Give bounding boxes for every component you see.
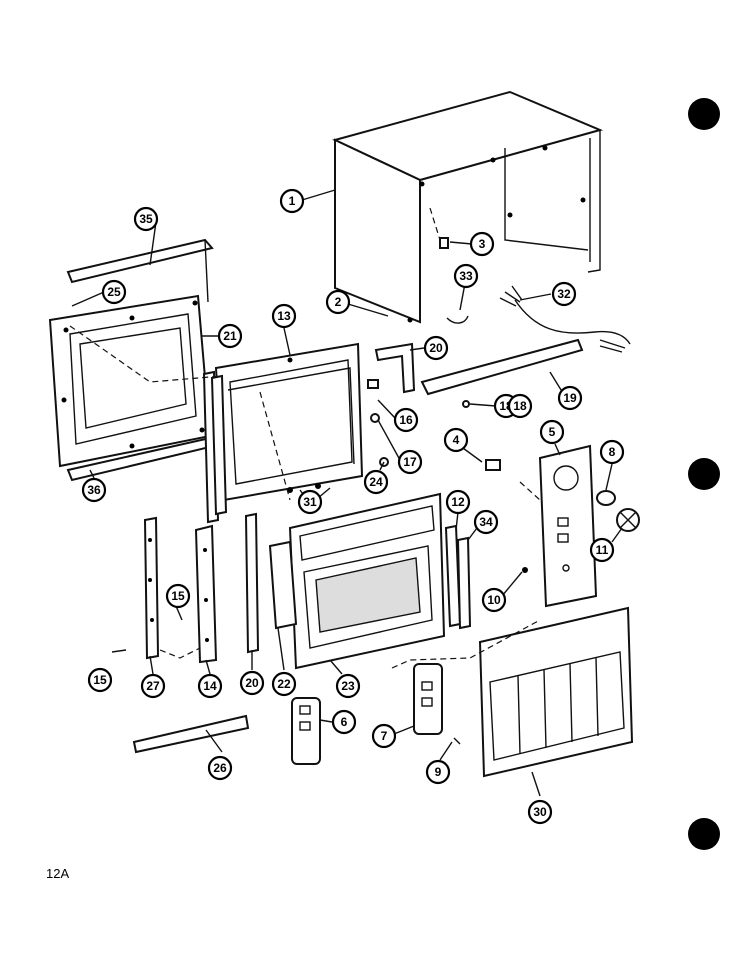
- svg-text:15: 15: [93, 673, 107, 687]
- callout-14: 14: [197, 673, 223, 699]
- callout-30: 30: [527, 799, 553, 825]
- callout-10: 10: [481, 587, 507, 613]
- binder-hole-bottom: [688, 818, 720, 850]
- svg-text:36: 36: [87, 483, 101, 497]
- back-frame-top-rail: [66, 238, 214, 303]
- inner-frame: [214, 342, 364, 502]
- callout-36: 36: [81, 477, 107, 503]
- svg-text:8: 8: [609, 445, 616, 459]
- callout-9: 9: [425, 759, 451, 785]
- svg-text:16: 16: [399, 413, 413, 427]
- svg-text:24: 24: [369, 475, 383, 489]
- svg-text:34: 34: [479, 515, 493, 529]
- alignment-lines: [69, 325, 541, 669]
- svg-text:19: 19: [563, 391, 577, 405]
- callout-7: 7: [371, 723, 397, 749]
- callout-11: 11: [589, 537, 615, 563]
- svg-text:35: 35: [139, 212, 153, 226]
- front-grille-panel: [268, 492, 472, 670]
- callout-15b: 15: [87, 667, 113, 693]
- svg-text:27: 27: [146, 679, 160, 693]
- svg-text:10: 10: [487, 593, 501, 607]
- callout-26: 26: [207, 755, 233, 781]
- callout-21: 21: [217, 323, 243, 349]
- callout-25: 25: [101, 279, 127, 305]
- callout-1: 1: [279, 188, 305, 214]
- svg-text:33: 33: [459, 269, 473, 283]
- svg-text:30: 30: [533, 805, 547, 819]
- callout-20b: 20: [239, 670, 265, 696]
- callout-3: 3: [469, 231, 495, 257]
- control-assembly: [485, 444, 640, 608]
- svg-text:14: 14: [203, 679, 217, 693]
- svg-text:17: 17: [403, 455, 417, 469]
- svg-text:20: 20: [245, 676, 259, 690]
- svg-text:6: 6: [341, 715, 348, 729]
- svg-text:20: 20: [429, 341, 443, 355]
- svg-text:31: 31: [303, 495, 317, 509]
- svg-text:5: 5: [549, 425, 556, 439]
- svg-text:12: 12: [451, 495, 465, 509]
- callout-5: 5: [539, 419, 565, 445]
- svg-text:32: 32: [557, 287, 571, 301]
- callout-31: 31: [297, 489, 323, 515]
- callout-35: 35: [133, 206, 159, 232]
- svg-text:15: 15: [171, 589, 185, 603]
- svg-text:21: 21: [223, 329, 237, 343]
- cabinet-wrapper: [332, 90, 604, 324]
- small-screws: [367, 379, 470, 467]
- svg-text:23: 23: [341, 679, 355, 693]
- callout-32: 32: [551, 281, 577, 307]
- svg-text:13: 13: [277, 309, 291, 323]
- callout-20a: 20: [423, 335, 449, 361]
- callout-2: 2: [325, 289, 351, 315]
- callout-16: 16: [393, 407, 419, 433]
- svg-text:11: 11: [596, 543, 609, 557]
- nameplates: [132, 663, 461, 765]
- svg-text:9: 9: [435, 765, 442, 779]
- angle-bracket: [374, 338, 584, 396]
- callout-6: 6: [331, 709, 357, 735]
- svg-text:25: 25: [107, 285, 121, 299]
- callout-18b-label: 18: [513, 399, 527, 413]
- side-rails: [143, 370, 260, 664]
- front-cover: [478, 606, 634, 778]
- callout-13: 13: [271, 303, 297, 329]
- callout-12: 12: [445, 489, 471, 515]
- callout-8: 8: [599, 439, 625, 465]
- svg-text:26: 26: [213, 761, 227, 775]
- callout-27: 27: [140, 673, 166, 699]
- binder-hole-middle: [688, 458, 720, 490]
- svg-text:3: 3: [479, 237, 486, 251]
- svg-text:1: 1: [289, 194, 296, 208]
- callout-4: 4: [443, 427, 469, 453]
- callout-15a: 15: [165, 583, 191, 609]
- callout-17: 17: [397, 449, 423, 475]
- callout-19: 19: [557, 385, 583, 411]
- callout-22: 22: [271, 671, 297, 697]
- binder-hole-top: [688, 98, 720, 130]
- svg-text:4: 4: [453, 433, 460, 447]
- callout-34: 34: [473, 509, 499, 535]
- callout-23: 23: [335, 673, 361, 699]
- svg-text:2: 2: [335, 295, 342, 309]
- callouts: 1 2 3 4 5 6 7 8 9 10 11 12 13 14 15 15 1…: [81, 188, 625, 825]
- callout-33: 33: [453, 263, 479, 289]
- power-cord: [499, 285, 631, 353]
- svg-text:22: 22: [277, 677, 291, 691]
- svg-text:7: 7: [381, 729, 388, 743]
- left-sleeve-frame: [48, 294, 212, 468]
- page-label: 12A: [46, 866, 70, 881]
- callout-18b: 18: [507, 393, 533, 419]
- callout-24: 24: [363, 469, 389, 495]
- screw-clip-parts: [429, 207, 469, 324]
